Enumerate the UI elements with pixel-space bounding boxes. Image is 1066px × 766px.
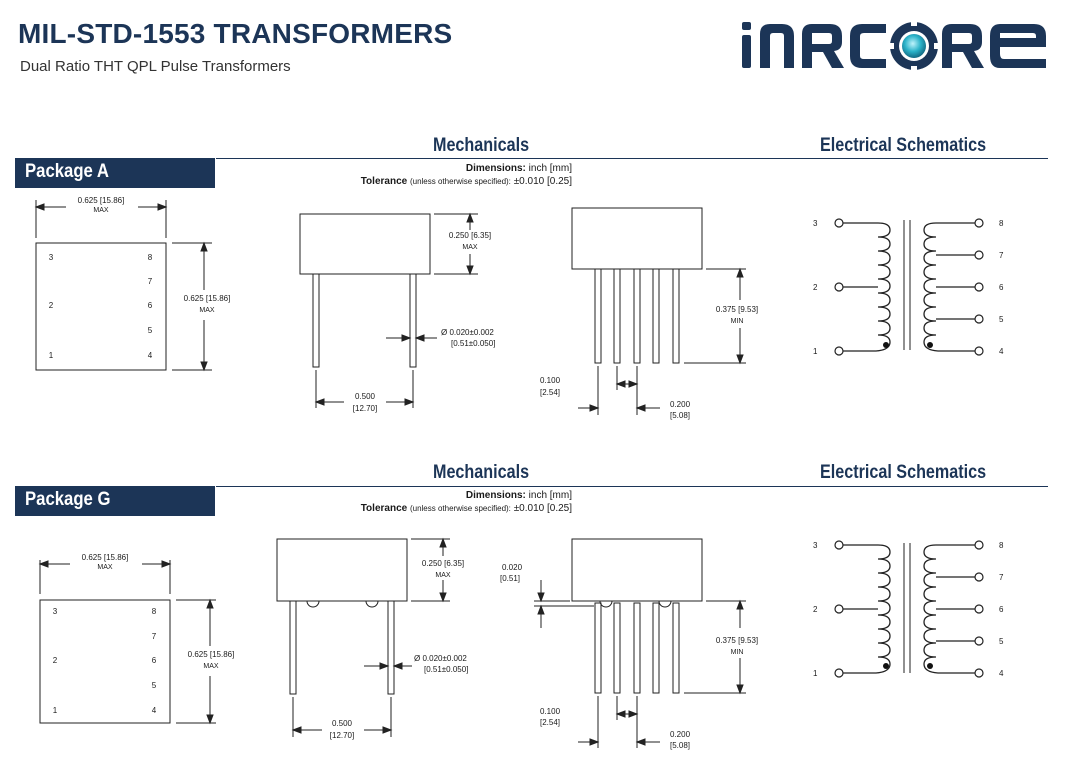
top-pin-1-g: 1 — [53, 706, 58, 715]
mechanicals-heading-g: Mechanicals — [433, 462, 530, 483]
page-title: MIL-STD-1553 TRANSFORMERS — [18, 18, 453, 49]
dimensions-label-g: Dimensions: — [465, 490, 526, 501]
sch-pin-6-g: 6 — [999, 605, 1004, 614]
side-height-dim-g: 0.250 [6.35] — [422, 559, 464, 568]
dimensions-note-a: Dimensions: inch [mm] Tolerance (unless … — [361, 162, 572, 188]
top-width-dim-g: 0.625 [15.86] — [82, 553, 129, 562]
top-pin-8-a: 8 — [148, 253, 153, 262]
mechanicals-heading-a: Mechanicals — [433, 135, 530, 156]
package-a-band: Package A — [15, 158, 215, 188]
top-pin-5-g: 5 — [152, 681, 157, 690]
top-pin-4-g: 4 — [152, 706, 157, 715]
sch-pin-3-a: 3 — [813, 219, 818, 228]
sch-pin-2-g: 2 — [813, 605, 818, 614]
package-g-drawings: 0.625 [15.86] MAX 0.625 [15.86] MAX 3 2 … — [38, 537, 1004, 750]
top-width-max-a: MAX — [93, 207, 109, 214]
top-pin-4-a: 4 — [148, 351, 153, 360]
side-pin-dia-a: Ø 0.020±0.002 — [441, 328, 494, 337]
top-view-outline-g — [39, 599, 171, 724]
front-pitch-b-mm-a: [5.08] — [670, 411, 690, 420]
tolerance-label-g: Tolerance — [360, 503, 408, 514]
front-standoff-mm-g: [0.51] — [500, 574, 520, 583]
sch-pin-4-a: 4 — [999, 347, 1004, 356]
top-pin-2-a: 2 — [49, 301, 54, 310]
side-height-max-g: MAX — [435, 572, 451, 579]
package-a-drawings: 0.625 [15.86] MAX 0.625 [15.86] MAX 3 2 … — [34, 196, 1004, 420]
front-pitch-b-mm-g: [5.08] — [670, 741, 690, 750]
section-rule-a — [216, 158, 1048, 159]
front-lead-len-g: 0.375 [9.53] — [716, 636, 758, 645]
front-pitch-a-g: 0.100 — [540, 707, 561, 716]
sch-pin-7-g: 7 — [999, 573, 1004, 582]
front-pitch-a-mm-a: [2.54] — [540, 388, 560, 397]
front-lead-len-a: 0.375 [9.53] — [716, 305, 758, 314]
sch-pin-7-a: 7 — [999, 251, 1004, 260]
dimensions-label-a: Dimensions: — [465, 163, 526, 174]
top-height-dim-g: 0.625 [15.86] — [188, 650, 235, 659]
side-spacing-mm-g: [12.70] — [330, 731, 354, 740]
front-view-body-a — [571, 207, 703, 270]
top-width-dim-a: 0.625 [15.86] — [78, 196, 125, 205]
top-height-max-g: MAX — [203, 663, 219, 670]
front-pitch-a-mm-g: [2.54] — [540, 718, 560, 727]
top-pin-5-a: 5 — [148, 326, 153, 335]
top-pin-3-a: 3 — [49, 253, 54, 262]
top-pin-2-g: 2 — [53, 656, 58, 665]
top-pin-1-a: 1 — [49, 351, 54, 360]
side-spacing-a: 0.500 — [355, 392, 376, 401]
sch-pin-8-g: 8 — [999, 541, 1004, 550]
front-view-body-g — [571, 538, 703, 602]
top-pin-6-a: 6 — [148, 301, 153, 310]
side-view-body-g — [276, 538, 408, 602]
dimensions-note-g: Dimensions: inch [mm] Tolerance (unless … — [361, 489, 572, 515]
dimensions-value-g: inch [mm] — [528, 490, 572, 501]
top-pin-7-g: 7 — [152, 632, 157, 641]
section-rule-g — [216, 486, 1048, 487]
top-pin-7-a: 7 — [148, 277, 153, 286]
sch-pin-1-g: 1 — [813, 669, 818, 678]
front-pitch-b-g: 0.200 — [670, 730, 691, 739]
sch-pin-6-a: 6 — [999, 283, 1004, 292]
package-a-label: Package A — [25, 161, 109, 182]
sch-pin-3-g: 3 — [813, 541, 818, 550]
front-pitch-a-a: 0.100 — [540, 376, 561, 385]
front-lead-min-g: MIN — [731, 649, 744, 656]
front-lead-min-a: MIN — [731, 318, 744, 325]
schematics-heading-g: Electrical Schematics — [820, 462, 987, 483]
front-pitch-b-a: 0.200 — [670, 400, 691, 409]
sch-pin-5-a: 5 — [999, 315, 1004, 324]
top-view-outline-a — [35, 242, 167, 371]
top-pin-8-g: 8 — [152, 607, 157, 616]
package-g-band: Package G — [15, 486, 215, 516]
sch-pin-4-g: 4 — [999, 669, 1004, 678]
top-height-dim-a: 0.625 [15.86] — [184, 294, 231, 303]
tolerance-note-g: (unless otherwise specified): — [409, 504, 511, 513]
side-spacing-mm-a: [12.70] — [353, 404, 377, 413]
top-height-max-a: MAX — [199, 307, 215, 314]
tolerance-value-g: ±0.010 [0.25] — [513, 503, 572, 514]
sch-pin-8-a: 8 — [999, 219, 1004, 228]
side-view-body-a — [299, 213, 431, 275]
tolerance-value-a: ±0.010 [0.25] — [513, 176, 572, 187]
package-g-label: Package G — [25, 489, 111, 510]
top-width-max-g: MAX — [97, 564, 113, 571]
front-standoff-g: 0.020 — [502, 563, 523, 572]
side-pin-dia-g: Ø 0.020±0.002 — [414, 654, 467, 663]
top-pin-3-g: 3 — [53, 607, 58, 616]
side-height-dim-a: 0.250 [6.35] — [449, 231, 491, 240]
dimensions-value-a: inch [mm] — [528, 163, 572, 174]
side-height-max-a: MAX — [462, 244, 478, 251]
side-pin-dia-mm-a: [0.51±0.050] — [451, 339, 495, 348]
schematics-heading-a: Electrical Schematics — [820, 135, 987, 156]
sch-pin-2-a: 2 — [813, 283, 818, 292]
tolerance-note-a: (unless otherwise specified): — [409, 177, 511, 186]
tolerance-label-a: Tolerance — [360, 176, 408, 187]
inrcore-logo — [742, 19, 1046, 72]
side-spacing-g: 0.500 — [332, 719, 353, 728]
page-subtitle: Dual Ratio THT QPL Pulse Transformers — [20, 58, 291, 75]
sch-pin-5-g: 5 — [999, 637, 1004, 646]
side-pin-dia-mm-g: [0.51±0.050] — [424, 665, 468, 674]
top-pin-6-g: 6 — [152, 656, 157, 665]
sch-pin-1-a: 1 — [813, 347, 818, 356]
